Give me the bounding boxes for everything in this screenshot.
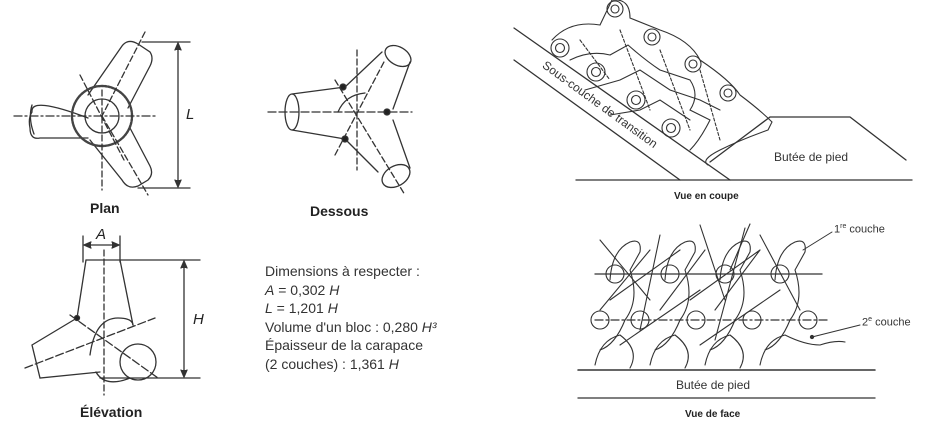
spec-line-volume: Volume d'un bloc : 0,280 H³: [265, 318, 437, 335]
plan-dimension-L: L: [186, 106, 195, 123]
layer2-label: 2e couche: [862, 316, 911, 329]
elevation-view-drawing: [24, 235, 201, 396]
elevation-caption: Élévation: [80, 404, 143, 420]
elevation-dimension-A: A: [96, 226, 107, 243]
specs-title: Dimensions à respecter :: [265, 263, 420, 279]
dessous-caption: Dessous: [310, 203, 369, 219]
plan-caption: Plan: [90, 200, 120, 216]
section-caption: Vue en coupe: [674, 191, 739, 202]
dessous-view-drawing: [267, 44, 413, 196]
spec-line-layers: (2 couches) : 1,361 H: [265, 355, 399, 372]
layer1-label: 1re couche: [834, 223, 885, 236]
spec-line-A: A = 0,302 H: [265, 281, 340, 298]
front-caption: Vue de face: [685, 409, 741, 420]
front-view-drawing: [577, 223, 876, 399]
section-view-drawing: [513, 0, 913, 181]
spec-line-L: L = 1,201 H: [265, 300, 338, 316]
section-toe-label: Butée de pied: [774, 150, 849, 164]
dimension-specs: Dimensions à respecter : A = 0,302 H L =…: [265, 262, 437, 373]
front-toe-label: Butée de pied: [676, 378, 751, 392]
plan-view-drawing: [13, 31, 191, 196]
elevation-dimension-H: H: [193, 311, 204, 328]
spec-line-thickness: Épaisseur de la carapace: [265, 337, 423, 353]
